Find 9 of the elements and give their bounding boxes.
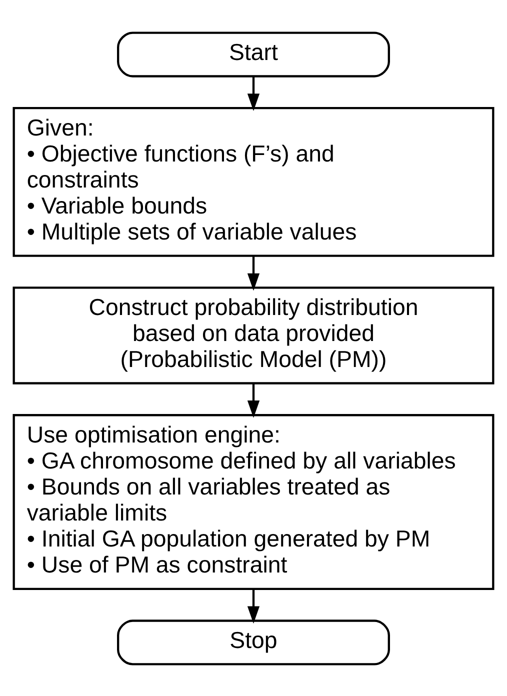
arrow <box>247 382 260 418</box>
arrow <box>247 588 260 624</box>
node-box: Stop <box>117 619 390 665</box>
arrow <box>247 76 260 110</box>
node-box: Start <box>117 31 390 77</box>
arrow <box>247 256 260 290</box>
node-box: Given: • Objective functions (F’s) and constraints • Variable bounds • Multiple sets of variable values <box>12 106 494 256</box>
node-box: Construct probability distribution based on data provided (Probabilistic Model (PM)) <box>12 286 494 384</box>
node-box: Use optimisation engine: • GA chromosome defined by all variables • Bounds on all variables treated as variable limits • Initial GA population generated by PM • Use of PM as constraint <box>12 414 494 590</box>
